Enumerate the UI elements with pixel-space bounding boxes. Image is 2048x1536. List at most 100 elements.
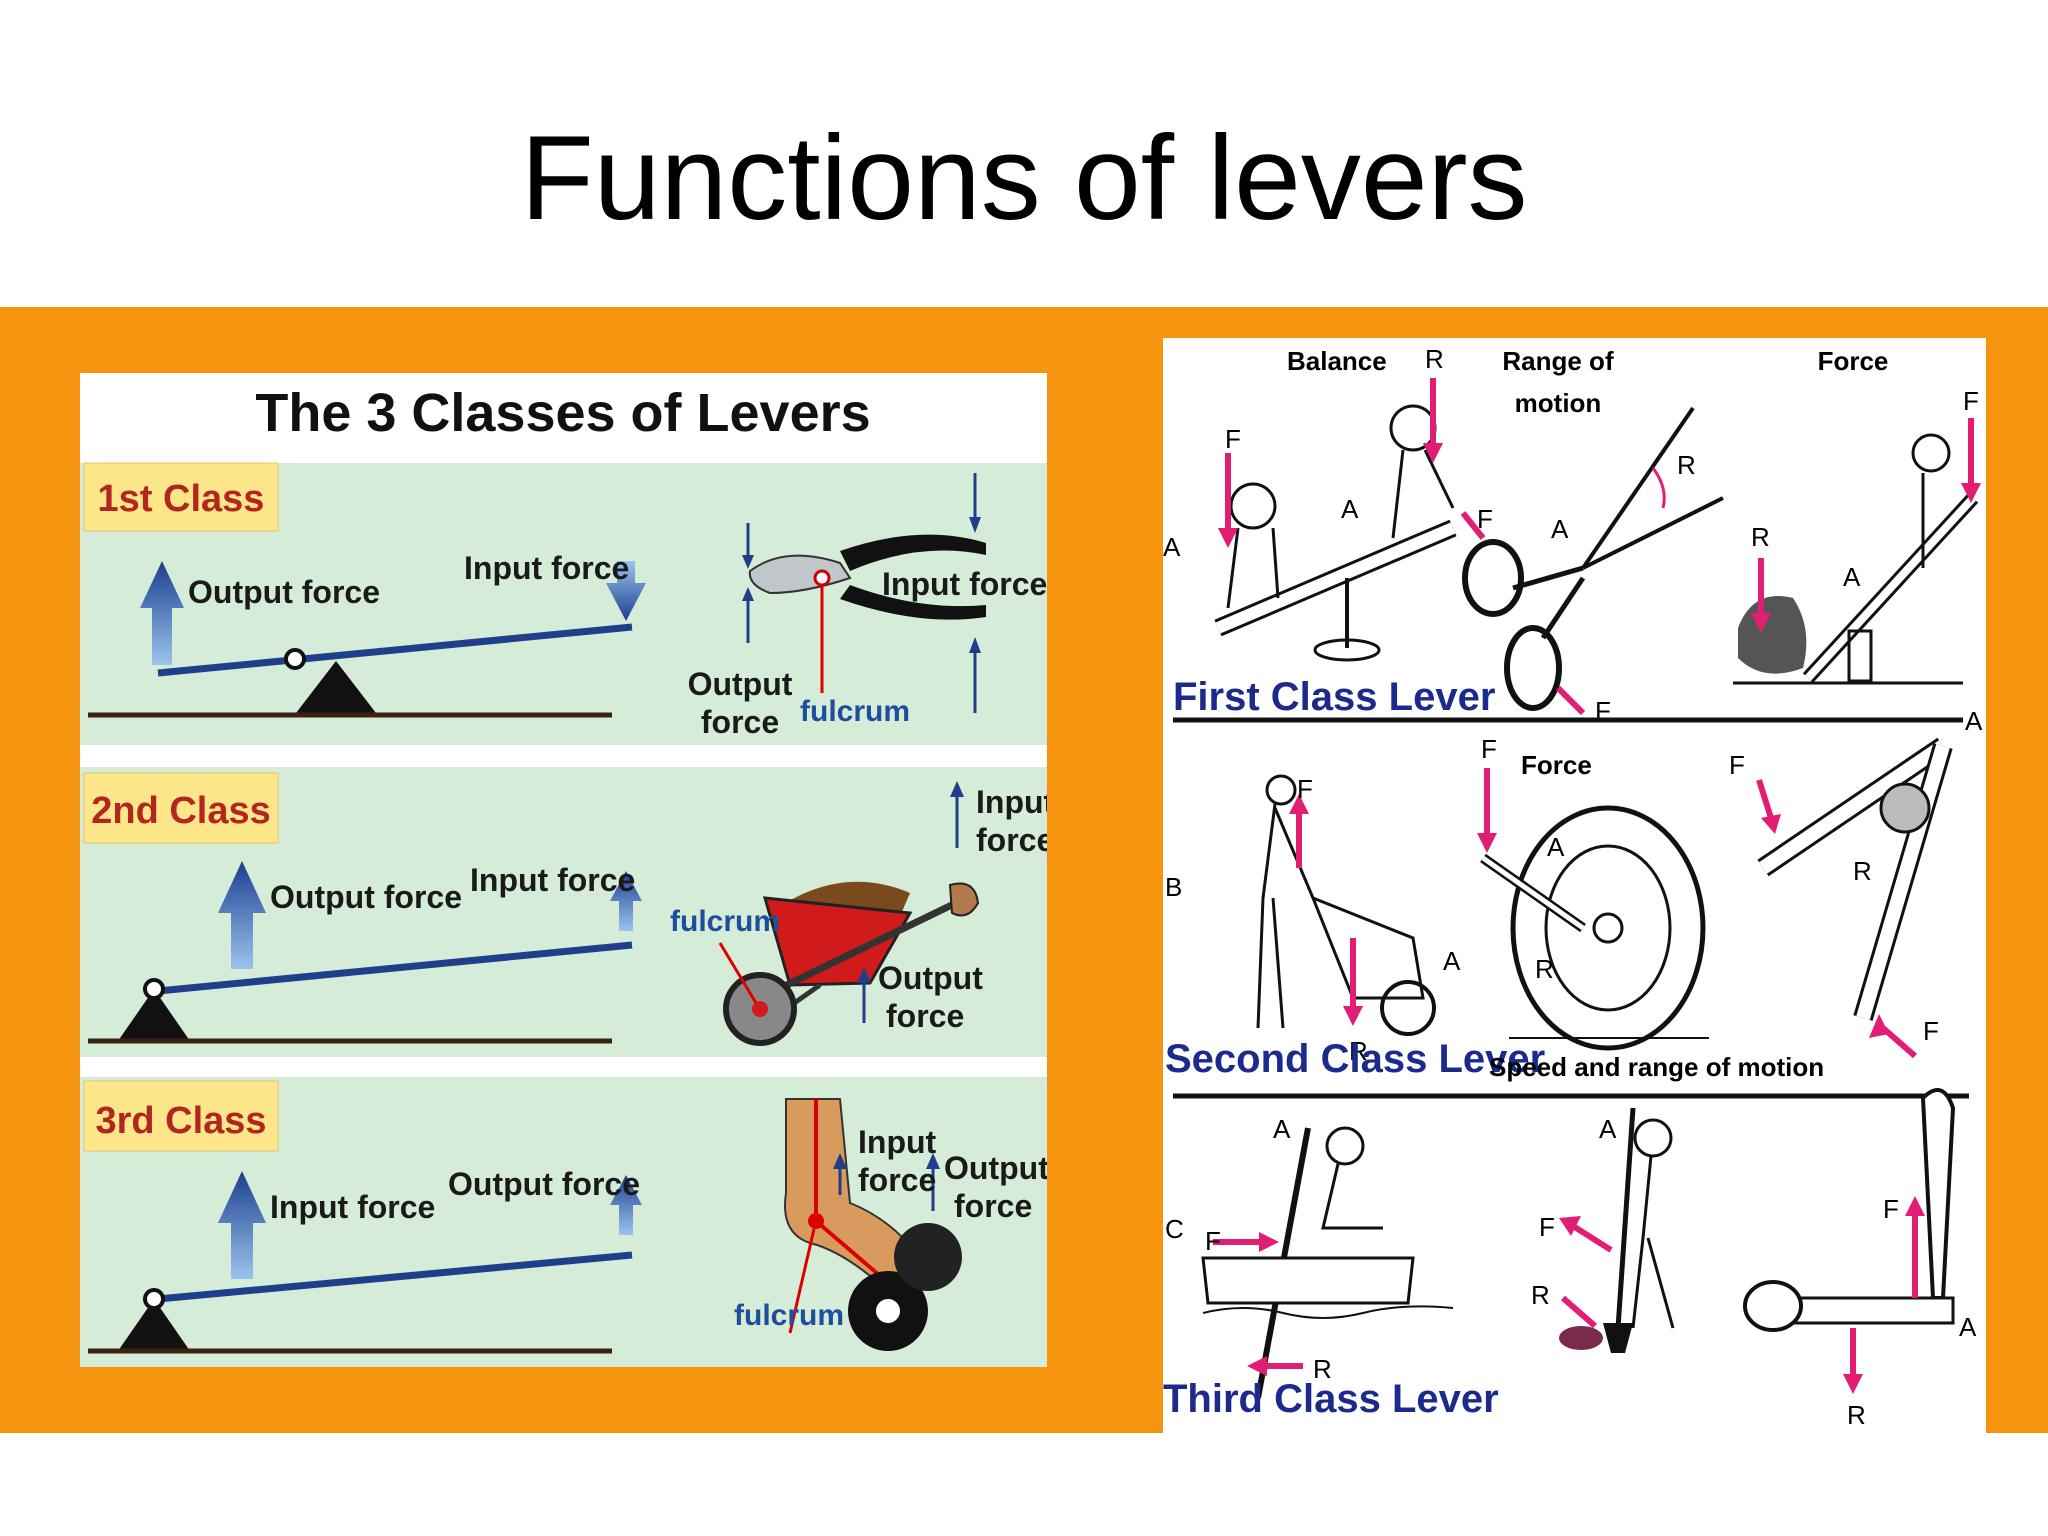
resistance-letter: R <box>1313 1354 1332 1384</box>
force-letter: F <box>1297 774 1313 804</box>
wheelbarrow-input-label-1: Input <box>976 784 1047 820</box>
first-class-section: 1st Class Output force Input force In <box>80 462 1047 745</box>
axis-letter: A <box>1547 832 1565 862</box>
arm-output-label-1: Output <box>944 1150 1047 1186</box>
output-force-arrow <box>140 561 184 665</box>
third-class-examples: C A F R A F R <box>1163 1088 1977 1430</box>
second-class-section: 2nd Class Output force Input force Input… <box>80 767 1047 1057</box>
input-force-arrow <box>218 1171 266 1279</box>
wheelbarrow-illustration <box>718 781 980 1046</box>
wheelbarrow-output-label-2: force <box>886 998 964 1034</box>
row-a-letter: A <box>1163 532 1181 562</box>
axis-letter: A <box>1443 946 1461 976</box>
seesaw-illustration <box>1214 378 1486 662</box>
axis-letter: A <box>1843 562 1861 592</box>
resistance-letter: R <box>1535 954 1554 984</box>
arm-output-label-2: force <box>954 1188 1032 1224</box>
pliers-output-label-1: Output <box>688 666 793 702</box>
third-class-tab <box>83 1080 279 1152</box>
force-letter: F <box>1205 1226 1221 1256</box>
fulcrum-triangle <box>118 1299 190 1351</box>
axis-letter: A <box>1965 706 1983 736</box>
first-class-tab <box>83 462 279 532</box>
arm-dumbbell-illustration <box>784 1098 962 1351</box>
axis-letter: A <box>1959 1312 1977 1342</box>
range-of-label: Range of <box>1502 346 1614 376</box>
wheelbarrow-person-illustration <box>1256 774 1436 1036</box>
axis-letter: A <box>1273 1114 1291 1144</box>
leg-bones-illustration <box>1743 1088 1956 1394</box>
output-force-label: Output force <box>448 1166 640 1202</box>
force-letter: F <box>1883 1194 1899 1224</box>
resistance-letter: R <box>1751 522 1770 552</box>
pliers-output-label-2: force <box>701 704 779 740</box>
pliers-illustration <box>742 473 986 713</box>
force-letter: F <box>1477 504 1493 534</box>
motion-label: motion <box>1515 388 1602 418</box>
arm-input-label-2: force <box>858 1162 936 1198</box>
resistance-letter: R <box>1425 344 1444 374</box>
crowbar-illustration <box>1733 418 1981 685</box>
second-class-examples: B F A R F Force A R <box>1165 734 1969 1099</box>
second-class-tab <box>83 772 279 844</box>
first-class-lever-title: First Class Lever <box>1173 675 1495 719</box>
input-force-label: Input force <box>470 862 635 898</box>
axis-letter: A <box>1551 514 1569 544</box>
nutcracker-illustration <box>1756 737 1953 1059</box>
output-force-label: Output force <box>270 879 462 915</box>
second-class-tab-label: 2nd Class <box>91 790 271 832</box>
arm-input-label-1: Input <box>858 1124 937 1160</box>
resistance-letter: R <box>1349 1036 1368 1066</box>
balance-label: Balance <box>1287 346 1387 376</box>
three-classes-diagram: The 3 Classes of Levers 1st Class Output… <box>80 373 1047 1367</box>
lever-beam <box>157 623 633 677</box>
first-class-examples: Balance Range of motion Force A F R A <box>1163 344 1983 736</box>
third-class-lever-title: Third Class Lever <box>1163 1377 1499 1421</box>
third-class-section: 3rd Class Input force Output force Input… <box>80 1077 1047 1367</box>
force-letter: F <box>1481 734 1497 764</box>
lever-examples-diagram: Balance Range of motion Force A F R A <box>1163 338 1986 1433</box>
output-force-arrow <box>610 1175 642 1235</box>
force-letter: F <box>1225 424 1241 454</box>
row-b-letter: B <box>1165 872 1182 902</box>
axis-letter: A <box>1341 494 1359 524</box>
wheelbarrow-output-label-1: Output <box>878 960 983 996</box>
input-force-label: Input force <box>464 550 629 586</box>
fulcrum-triangle <box>296 661 376 713</box>
lever-beam <box>157 941 633 995</box>
input-force-label: Input force <box>270 1189 435 1225</box>
resistance-letter: R <box>1847 1400 1866 1430</box>
third-class-tab-label: 3rd Class <box>95 1100 266 1142</box>
lever-beam <box>157 1251 633 1303</box>
slide-title: Functions of levers <box>520 111 1528 245</box>
speed-range-caption: Speed and range of motion <box>1489 1052 1824 1082</box>
axis-letter: A <box>1599 1114 1617 1144</box>
resistance-letter: R <box>1677 450 1696 480</box>
wheelbarrow-input-label-2: force <box>976 822 1047 858</box>
pliers-fulcrum-label: fulcrum <box>800 695 910 728</box>
input-force-arrow <box>606 561 646 621</box>
wheelbarrow-fulcrum-label: fulcrum <box>670 905 780 938</box>
output-force-label: Output force <box>188 574 380 610</box>
force-letter: F <box>1539 1212 1555 1242</box>
rower-illustration <box>1201 1126 1454 1399</box>
force-label: Force <box>1818 346 1889 376</box>
force-letter: F <box>1963 386 1979 416</box>
pliers-input-label: Input force <box>882 566 1047 602</box>
second-class-lever-title: Second Class Lever <box>1165 1037 1545 1081</box>
panel-heading: The 3 Classes of Levers <box>255 383 870 443</box>
first-class-tab-label: 1st Class <box>98 478 265 520</box>
resistance-letter: R <box>1531 1280 1550 1310</box>
output-force-arrow <box>218 861 266 969</box>
input-force-arrow <box>610 871 642 931</box>
row-c-letter: C <box>1165 1214 1184 1244</box>
resistance-letter: R <box>1853 856 1872 886</box>
arm-fulcrum-label: fulcrum <box>734 1299 844 1332</box>
shovel-person-illustration <box>1559 1107 1675 1353</box>
wheel-force-label: Force <box>1521 750 1592 780</box>
scissors-illustration <box>1462 406 1724 716</box>
wrench-wheel-illustration <box>1477 768 1709 1051</box>
force-letter: F <box>1729 750 1745 780</box>
fulcrum-triangle <box>118 989 190 1041</box>
force-letter: F <box>1923 1016 1939 1046</box>
